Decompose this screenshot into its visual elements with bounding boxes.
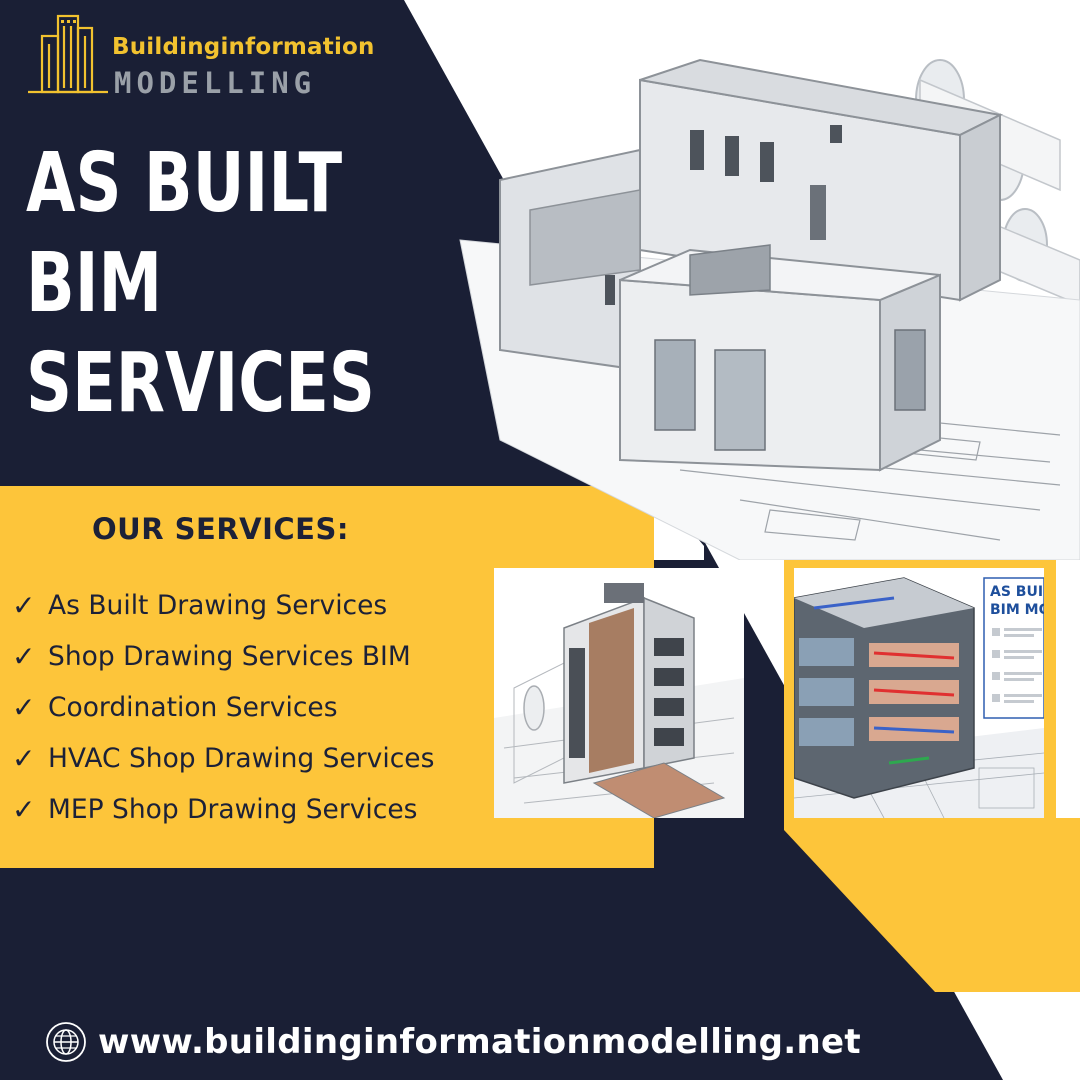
headline-line-3: SERVICES	[26, 336, 376, 431]
footer-website: www.buildinginformationmodelling.net	[46, 1018, 861, 1066]
modern-building-illustration	[494, 583, 744, 818]
building-photo-2: AS BUIL BIM MO	[794, 568, 1044, 818]
hero-building-illustration	[459, 58, 1080, 560]
services-yellow-panel	[0, 486, 654, 868]
service-label: MEP Shop Drawing Services	[48, 794, 418, 825]
page-title: AS BUILT BIM SERVICES	[26, 134, 375, 434]
website-url[interactable]: www.buildinginformationmodelling.net	[98, 1022, 861, 1062]
brand-name-bottom: MODELLING	[114, 66, 317, 100]
building-logo-icon	[28, 14, 108, 94]
overlay-title-line-1: AS BUIL	[990, 584, 1044, 600]
overlay-title-line-2: BIM MO	[990, 602, 1044, 618]
headline-line-2: BIM	[26, 236, 163, 331]
checkmark-icon: ✓	[12, 640, 36, 673]
service-label: As Built Drawing Services	[48, 590, 388, 621]
service-label: Coordination Services	[48, 692, 338, 723]
globe-icon	[46, 1022, 86, 1062]
brand-logo: Buildinginformation MODELLING	[28, 14, 378, 100]
mep-building-illustration: AS BUIL BIM MO	[794, 568, 1044, 818]
service-label: Shop Drawing Services BIM	[48, 641, 411, 672]
floor-plan-lines	[679, 419, 1061, 541]
building-photo-1	[494, 568, 744, 818]
building-model	[499, 58, 1004, 472]
list-item: ✓ As Built Drawing Services	[12, 580, 434, 631]
headline-line-1: AS BUILT	[26, 136, 343, 231]
service-label: HVAC Shop Drawing Services	[48, 743, 435, 774]
brand-name-top: Buildinginformation	[112, 34, 375, 60]
list-item: ✓ Coordination Services	[12, 682, 434, 733]
checkmark-icon: ✓	[12, 793, 36, 826]
checkmark-icon: ✓	[12, 742, 36, 775]
list-item: ✓ HVAC Shop Drawing Services	[12, 733, 434, 784]
services-list: ✓ As Built Drawing Services ✓ Shop Drawing…	[12, 580, 434, 835]
checkmark-icon: ✓	[12, 589, 36, 622]
services-heading: OUR SERVICES:	[92, 512, 349, 546]
list-item: ✓ Shop Drawing Services BIM	[12, 631, 434, 682]
list-item: ✓ MEP Shop Drawing Services	[12, 784, 434, 835]
checkmark-icon: ✓	[12, 691, 36, 724]
